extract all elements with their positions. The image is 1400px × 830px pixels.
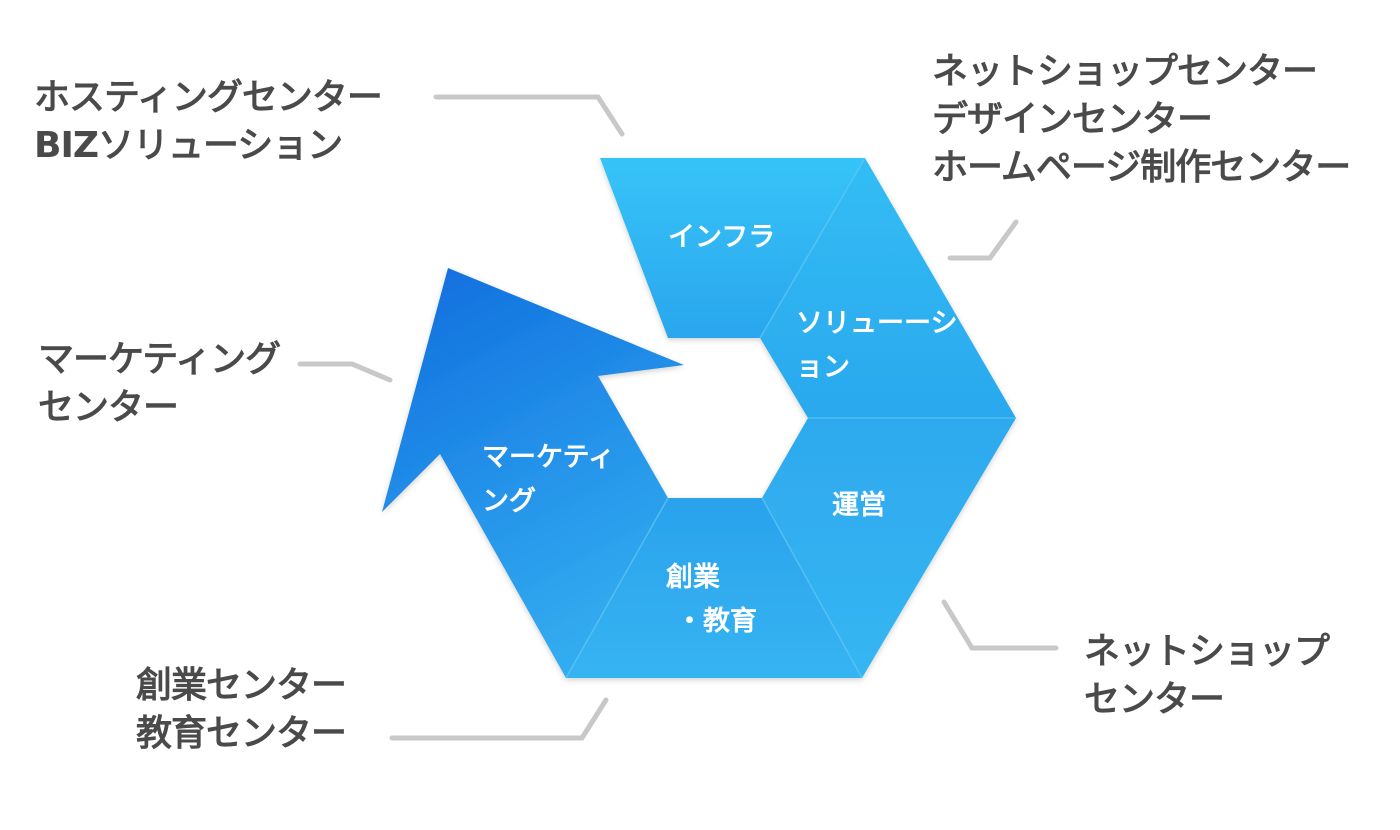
segment-seams (565, 157, 1016, 679)
segment-marketing-arrow (382, 268, 684, 678)
segment-label-marketing-2: ング (482, 485, 536, 517)
callout-text: センター (38, 387, 179, 428)
segment-label-founding-1: 創業 (666, 562, 720, 593)
callout-text: ホスティングセンター (34, 77, 383, 118)
connector-bottom-left (389, 697, 609, 741)
callout-text: 創業センター (136, 665, 347, 706)
callout-text: デザインセンター (932, 99, 1213, 140)
connector-bottom-right (941, 599, 1059, 651)
segments (382, 158, 1016, 678)
connector-top-right (947, 219, 1019, 261)
connector-lines (297, 94, 1059, 741)
segment-label-infra: インフラ (668, 222, 775, 253)
callout-top-left: ホスティングセンター BIZソリューション (34, 74, 383, 170)
segment-label-marketing-1: マーケティ (482, 442, 615, 473)
segment-label-solution-1: ソリューーシ (796, 308, 957, 339)
callout-text: ネットショップ (1084, 631, 1330, 672)
callout-mid-left: マーケティング センター (38, 336, 281, 432)
callout-top-right: ネットショップセンター デザインセンター ホームページ制作センター (932, 48, 1351, 192)
callout-text: ネットショップセンター (932, 51, 1318, 92)
segment-infra (600, 158, 865, 338)
segment-label-operation: 運営 (832, 489, 886, 521)
callout-text: BIZソリューション (34, 125, 343, 166)
callout-text: マーケティング (38, 339, 281, 380)
segment-founding (566, 498, 862, 678)
segment-solution (760, 158, 1016, 418)
connector-mid-left (297, 361, 393, 383)
callout-text: センター (1084, 679, 1225, 720)
callout-text: ホームページ制作センター (932, 147, 1351, 188)
connector-top-left (433, 94, 625, 137)
segment-label-founding-2: ・教育 (676, 605, 757, 637)
callout-bottom-right: ネットショップ センター (1084, 628, 1330, 724)
callout-text: 教育センター (136, 713, 347, 754)
segment-label-solution-2: ョン (796, 352, 850, 383)
segment-operation (762, 418, 1016, 678)
callout-bottom-left: 創業センター 教育センター (136, 662, 347, 758)
